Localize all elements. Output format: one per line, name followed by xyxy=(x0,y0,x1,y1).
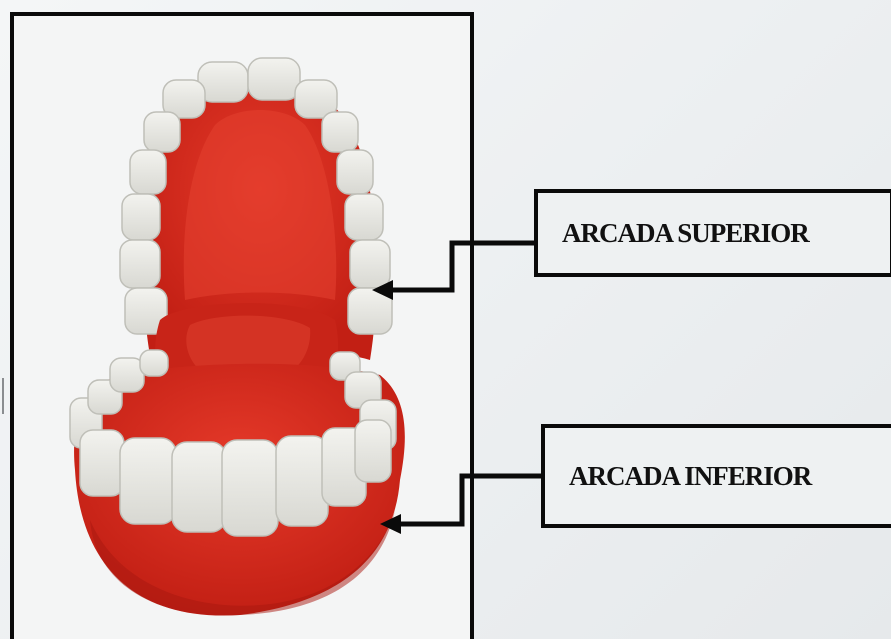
upper-tooth xyxy=(322,112,358,152)
lower-tooth xyxy=(80,430,124,496)
lower-tooth xyxy=(120,438,176,524)
upper-tooth xyxy=(122,194,160,240)
upper-tooth xyxy=(248,58,300,100)
upper-tooth xyxy=(130,150,166,194)
label-box-upper: ARCADA SUPERIOR xyxy=(534,189,891,277)
lower-tooth xyxy=(172,442,226,532)
upper-tooth xyxy=(144,112,180,152)
upper-tooth xyxy=(120,240,160,288)
lower-tooth xyxy=(276,436,328,526)
upper-tooth xyxy=(350,240,390,288)
edge-marker xyxy=(2,378,4,414)
upper-tooth xyxy=(345,194,383,240)
label-upper-text: ARCADA SUPERIOR xyxy=(562,218,809,249)
lower-tooth xyxy=(355,420,391,482)
lower-tooth xyxy=(110,358,144,392)
label-lower-text: ARCADA INFERIOR xyxy=(569,461,811,492)
label-box-lower: ARCADA INFERIOR xyxy=(541,424,891,528)
lower-tooth xyxy=(222,440,278,536)
upper-tooth xyxy=(337,150,373,194)
lower-tooth xyxy=(140,350,168,376)
lower-arch-model xyxy=(70,350,405,616)
